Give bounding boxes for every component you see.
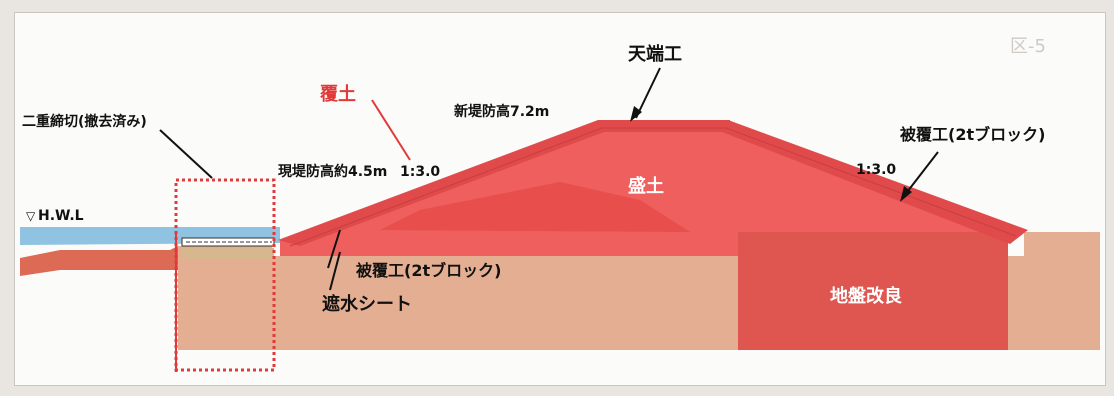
block-layer-right (722, 120, 1028, 244)
ground-improvement-label: 地盤改良 (830, 285, 902, 307)
riverbed-slope (20, 246, 178, 276)
old-cofferdam-label: 二重締切(撤去済み) (22, 113, 147, 130)
leader-lines (159, 67, 939, 291)
current-levee-height-label: 現堤防高約4.5m (278, 163, 387, 180)
block-outlines (289, 127, 1017, 247)
cover-work-left-label: 被覆工(2tブロック) (356, 261, 501, 280)
slope-right-label: 1:3.0 (856, 162, 896, 178)
hwl-label: H.W.L (38, 208, 84, 224)
cover-soil-label: 覆土 (320, 84, 356, 105)
slope-left-label: 1:3.0 (400, 164, 440, 180)
crest-cap (598, 120, 730, 132)
inner-fill (380, 182, 690, 232)
arrow-crest (630, 106, 642, 122)
water-sheet-label: 遮水シート (322, 293, 412, 315)
ground-improvement-zone (738, 232, 1008, 350)
new-levee-height-label: 新堤防高7.2m (454, 103, 549, 120)
embankment-label: 盛土 (628, 175, 664, 197)
arrow-right-block (900, 186, 912, 202)
crest-work-label: 天端工 (628, 44, 682, 65)
sand-layer (182, 248, 274, 260)
corner-mark: 区-5 (1010, 36, 1046, 57)
hwl-symbol: ▽ (26, 209, 36, 223)
block-layer-left (278, 120, 604, 246)
cover-work-right-label: 被覆工(2tブロック) (900, 125, 1045, 144)
